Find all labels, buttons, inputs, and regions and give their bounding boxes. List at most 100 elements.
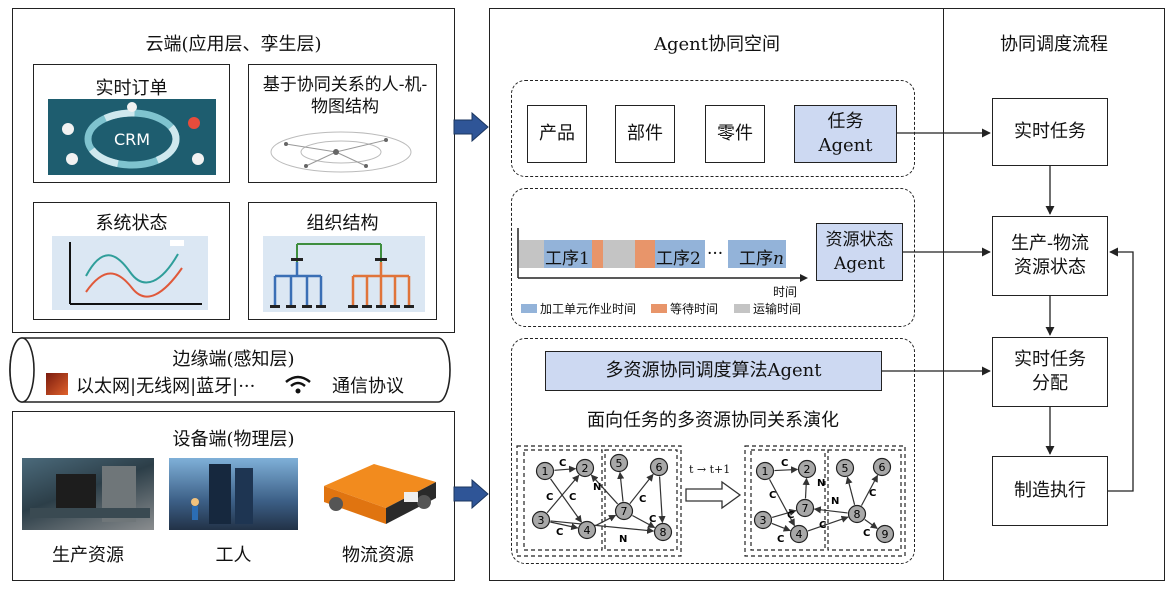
graph-t1-edge-7 [860, 474, 879, 506]
flow-step-task-allocation: 实时任务 分配 [992, 337, 1108, 407]
evolution-title: 面向任务的多资源协同关系演化 [587, 410, 839, 431]
flow-title: 协同调度流程 [1000, 34, 1108, 55]
graph-t-label-c4: C [556, 527, 563, 538]
graph-t-node-3-label: 3 [538, 514, 545, 527]
graph-t-edge-2 [546, 474, 580, 514]
graph-t1-label-c3: C [787, 510, 794, 521]
graph-t1-node-9-label: 9 [882, 528, 889, 541]
graph-t1-node-5 [835, 458, 855, 478]
process-timeline [517, 228, 808, 282]
legend-transport-label: 运输时间 [753, 302, 802, 316]
graph-t1-label-c2: C [769, 490, 776, 501]
graph-t-edge-8 [632, 514, 656, 529]
graph-t-edge-9 [658, 476, 666, 524]
ethernet-icon [46, 373, 68, 395]
graph-t-node-8-label: 8 [660, 526, 667, 539]
op1-label: 工序1 [545, 249, 590, 269]
graph-t-edge-4 [595, 514, 617, 527]
graph-t1-label-c6: C [869, 488, 876, 499]
flow-step-realtime-task: 实时任务 [992, 98, 1108, 166]
graph-t-label-c6: C [649, 514, 656, 525]
wait-segment-1 [592, 240, 603, 268]
graph-t1-edge-0 [774, 466, 799, 474]
algorithm-agent-box: 多资源协同调度算法Agent [545, 351, 882, 391]
graph-t-node-7-label: 7 [621, 505, 628, 518]
graph-t-edge-10 [550, 520, 655, 535]
process-segment-2 [655, 240, 705, 268]
graph-t1-left [750, 449, 826, 551]
task-agent-group [511, 80, 915, 177]
graph-t-edge-0 [554, 465, 577, 473]
graph-t1-node-8 [847, 504, 867, 524]
graph-t-node-6 [649, 457, 669, 477]
task-agent-label: 任务 Agent [818, 111, 873, 156]
graph-t-label-c5: C [639, 494, 646, 505]
crm-graphic: CRM [62, 102, 204, 169]
graph-t1-edge-8 [813, 506, 848, 514]
edge-layer-title: 边缘端(感知层) [172, 349, 295, 370]
flow-step-execution: 制造执行 [992, 456, 1108, 526]
graph-t1-label-c1: C [781, 458, 788, 469]
graph-t-label-c3: C [569, 492, 576, 503]
product-box: 产品 [527, 105, 587, 163]
graph-t1-node-8-label: 8 [854, 508, 861, 521]
transport-segment-1 [519, 240, 544, 268]
crm-image: CRM [48, 99, 216, 175]
graph-t-edge-1 [550, 478, 582, 523]
graph-t1-node-5-label: 5 [842, 462, 849, 475]
graph-t1-edge-6 [845, 476, 856, 505]
graph-t1-label-n1: N [817, 478, 825, 489]
process-segment-n [728, 240, 786, 268]
agent-space-frame [489, 8, 945, 581]
graph-t-edge-6 [617, 471, 625, 502]
graph-t-outer [516, 445, 682, 557]
graph-t1-node-7 [795, 498, 815, 518]
production-resource-image [22, 458, 154, 530]
opn-label: 工序n [739, 244, 784, 269]
timeline-ellipsis: ··· [707, 244, 724, 264]
panel-org-structure-label: 组织结构 [306, 213, 379, 234]
graph-t1-node-1 [755, 461, 775, 481]
agent-space-title: Agent协同空间 [654, 34, 780, 55]
graph-t-node-4 [577, 520, 597, 540]
graph-t1-edge-1 [768, 479, 796, 527]
legend-process-swatch [521, 304, 537, 313]
resource-agent-box: 资源状态 Agent [816, 223, 903, 281]
graph-t-left [523, 449, 603, 551]
graph-t1-node-6 [872, 457, 892, 477]
logistics-resource-image [324, 464, 436, 524]
flow-step-4-label: 制造执行 [1014, 480, 1086, 501]
opn-label-index: n [773, 249, 784, 269]
protocol-label: 通信协议 [332, 376, 404, 397]
resource-agent-label: 资源状态 Agent [825, 230, 894, 274]
op2-label: 工序2 [656, 249, 701, 269]
legend-wait-label: 等待时间 [670, 302, 719, 316]
cloud-layer-title: 云端(应用层、孪生层) [145, 34, 322, 55]
graph-t-edge-7 [629, 473, 654, 504]
flow-step-2-label: 生产-物流 资源状态 [1010, 233, 1090, 278]
graph-t-edge-5 [590, 474, 619, 505]
graph-t1-node-4-label: 4 [796, 528, 803, 541]
block-arrow-cloud [453, 112, 489, 142]
component-box: 部件 [615, 105, 675, 163]
graph-t-node-1 [535, 461, 555, 481]
graph-t1-outer [744, 445, 906, 557]
opn-label-prefix: 工序 [739, 249, 773, 269]
human-machine-graph-thumbnail [270, 131, 412, 173]
graph-t-right [604, 449, 678, 551]
flow-step-1-label: 实时任务 [1014, 121, 1086, 142]
graph-t-label-c1: C [559, 458, 566, 469]
graph-t-label-n2: N [619, 534, 627, 545]
graph-t1-node-7-label: 7 [802, 502, 809, 515]
part-box: 零件 [705, 105, 765, 163]
transition-label: t → t+1 [689, 463, 731, 476]
graph-t1-edge-2 [771, 508, 797, 518]
graph-t-node-4-label: 4 [584, 524, 591, 537]
algorithm-group [511, 338, 915, 564]
graph-t1-label-n2: N [831, 496, 839, 507]
graph-t1-node-4 [789, 524, 809, 544]
graph-t1-label-c4: C [777, 534, 784, 545]
graph-t-node-1-label: 1 [542, 465, 549, 478]
